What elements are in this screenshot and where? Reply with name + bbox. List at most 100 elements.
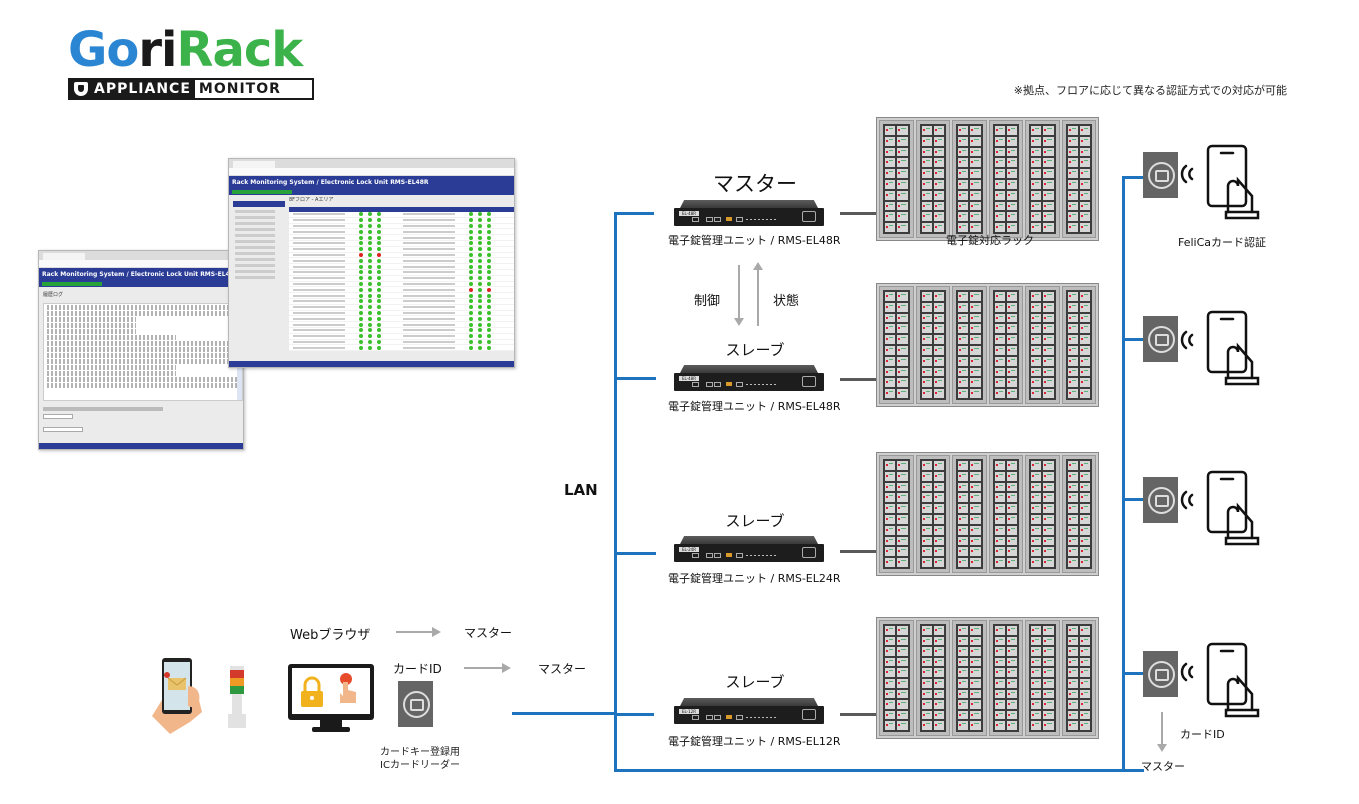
rack-unit	[897, 471, 908, 481]
rack-unit	[958, 158, 969, 168]
rack-unit	[970, 558, 981, 567]
status-dot	[368, 212, 372, 217]
rack-unit	[1031, 324, 1042, 334]
group-panel	[233, 201, 285, 351]
rack-unit	[970, 471, 981, 481]
rack-unit	[1031, 668, 1042, 677]
rack-unit	[921, 647, 932, 656]
status-dot	[359, 235, 363, 240]
status-dot	[377, 293, 381, 298]
rack-unit	[933, 324, 944, 334]
lock-status-row	[399, 345, 514, 352]
rack-cabinet	[879, 286, 914, 404]
lock-status-row	[399, 316, 514, 323]
rack-unit	[1031, 201, 1042, 211]
rack-unit	[921, 679, 932, 688]
rack-unit	[1067, 389, 1078, 398]
rack-unit	[1079, 471, 1090, 481]
lock-status-row	[399, 293, 514, 299]
rack-unit	[921, 356, 932, 366]
rack-cabinet	[915, 620, 950, 736]
status-dot	[377, 247, 381, 252]
unit-rack-link	[840, 713, 878, 716]
status-dot	[377, 252, 381, 257]
rack-unit	[994, 190, 1005, 200]
rack-unit	[1006, 626, 1017, 635]
rack-unit	[1043, 378, 1054, 388]
rack-unit	[994, 180, 1005, 189]
rack-unit	[921, 302, 932, 312]
rack-cabinet	[915, 286, 950, 404]
status-dot	[478, 252, 482, 257]
lan-bottom-link	[614, 769, 1144, 772]
status-dot	[478, 299, 482, 304]
status-dot	[487, 322, 491, 327]
status-dot	[359, 322, 363, 327]
signal-tower-icon	[228, 666, 246, 728]
rack-unit	[1067, 158, 1078, 168]
rack-unit	[1043, 700, 1054, 709]
rack-cabinet	[952, 120, 987, 238]
status-dot	[478, 293, 482, 298]
rack-unit	[1079, 721, 1090, 730]
status-dot	[368, 305, 372, 310]
lock-status-row	[289, 322, 404, 328]
rack-unit	[885, 636, 896, 646]
rack-unit	[1006, 136, 1017, 146]
rack-unit	[921, 657, 932, 667]
rack-unit	[921, 700, 932, 709]
rack-unit	[897, 636, 908, 646]
status-dot	[469, 328, 473, 333]
rack-unit	[958, 689, 969, 699]
status-dot	[368, 223, 372, 228]
rack-unit	[1006, 558, 1017, 567]
logo-ri: ri	[138, 22, 177, 78]
rack-unit	[958, 626, 969, 635]
app-nav-bar	[229, 190, 514, 195]
rack-cabinet	[879, 120, 914, 238]
rack-unit	[1079, 378, 1090, 388]
rack-unit	[1067, 223, 1078, 232]
lock-status-row	[289, 310, 404, 317]
rack-unit	[994, 679, 1005, 688]
lock-status-row	[399, 252, 514, 259]
rack-unit	[994, 657, 1005, 667]
lan-backbone	[614, 212, 617, 772]
rack-unit	[1043, 190, 1054, 200]
lock-status-table-left	[289, 207, 404, 352]
rack-unit	[970, 223, 981, 232]
rack-unit	[970, 547, 981, 557]
lock-status-row	[399, 229, 514, 236]
rack-unit	[1079, 636, 1090, 646]
rack-unit	[958, 389, 969, 398]
rack-unit	[1031, 302, 1042, 312]
status-dot	[469, 212, 473, 217]
status-label: 状態	[773, 294, 800, 309]
rack-unit	[1067, 378, 1078, 388]
rack-unit	[1006, 647, 1017, 656]
rack-unit	[885, 461, 896, 470]
rack-unit	[1043, 689, 1054, 699]
rack-unit	[994, 378, 1005, 388]
rack-unit	[970, 378, 981, 388]
rack-unit	[994, 389, 1005, 398]
rack-unit	[1006, 700, 1017, 709]
rack-unit	[933, 147, 944, 157]
rack-unit	[885, 558, 896, 567]
rack-unit	[921, 493, 932, 503]
rack-unit	[1006, 636, 1017, 646]
rack-unit	[1067, 668, 1078, 677]
rack-unit	[1067, 636, 1078, 646]
rack-unit	[1067, 626, 1078, 635]
unit-role-slave2: スレーブ	[725, 512, 785, 530]
status-dot	[469, 252, 473, 257]
rack-unit	[897, 324, 908, 334]
status-dot	[377, 229, 381, 234]
status-dot	[377, 334, 381, 339]
rack-unit	[921, 504, 932, 513]
rack-unit	[885, 647, 896, 656]
rack-unit	[921, 536, 932, 546]
rack-unit	[897, 126, 908, 135]
rack-unit	[885, 292, 896, 301]
status-dot	[368, 334, 372, 339]
